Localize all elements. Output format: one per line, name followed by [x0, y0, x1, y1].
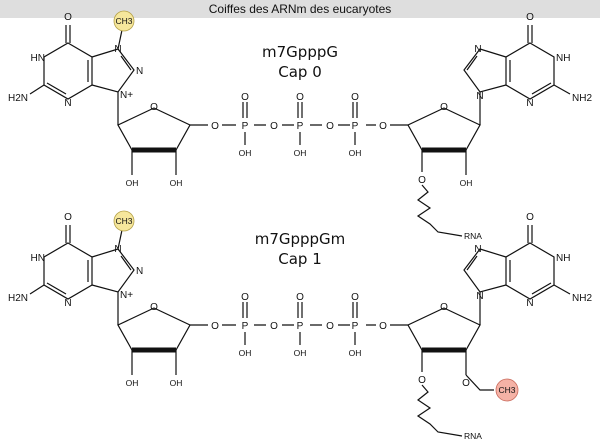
atom-hn: HN [31, 253, 45, 264]
page-title: Coiffes des ARNm des eucaryotes [208, 2, 392, 16]
cap1-m7-methyl-marker [113, 210, 135, 232]
phosphorus-beta: P [297, 321, 304, 332]
bridge-oxygen: O [211, 121, 219, 132]
bridge-oxygen: O [270, 121, 278, 132]
atom-o: O [64, 12, 72, 23]
phosphorus-alpha: P [242, 321, 249, 332]
cap0-label: Cap 0 [278, 63, 322, 81]
ring-oxygen: O [440, 102, 448, 113]
cap0-name: m7GpppG [262, 43, 338, 61]
phosphorus-gamma: P [352, 121, 359, 132]
cap1-structure [30, 210, 570, 437]
methyl-label: CH3 [115, 216, 132, 226]
bridge-oxygen: O [270, 321, 278, 332]
atom-o: O [526, 12, 534, 23]
hydroxyl-2: OH [460, 178, 473, 188]
phosphate-oxygen: O [241, 92, 249, 103]
bridge-oxygen: O [211, 321, 219, 332]
phosphate-hydroxyl: OH [294, 348, 307, 358]
ring-oxygen: O [150, 102, 158, 113]
atom-n9: N [476, 291, 483, 302]
2-oxygen: O [462, 378, 470, 389]
phosphorus-gamma: P [352, 321, 359, 332]
atom-n: N [526, 98, 533, 109]
hydroxyl-3: OH [126, 378, 139, 388]
atom-n7: N [114, 44, 121, 55]
atom-nh: NH [556, 253, 570, 264]
phosphate-hydroxyl: OH [239, 348, 252, 358]
atom-n-plus: N+ [120, 290, 133, 301]
phosphate-oxygen: O [241, 292, 249, 303]
bridge-oxygen: O [379, 321, 387, 332]
atom-nh2: NH2 [572, 293, 592, 304]
rna-label: RNA [464, 431, 482, 441]
atom-nh: NH [556, 53, 570, 64]
atom-n9: N [476, 91, 483, 102]
atom-n7: N [474, 244, 481, 255]
phosphorus-alpha: P [242, 121, 249, 132]
title-bar [0, 0, 600, 18]
phosphate-hydroxyl: OH [349, 148, 362, 158]
hydroxyl-3: OH [126, 178, 139, 188]
cap0-m7-methyl-marker [113, 10, 135, 32]
ring-oxygen: O [440, 302, 448, 313]
atom-o: O [526, 212, 534, 223]
3-oxygen: O [418, 375, 426, 386]
atom-nh2: NH2 [572, 93, 592, 104]
bridge-oxygen: O [379, 121, 387, 132]
phosphate-oxygen: O [351, 92, 359, 103]
hydroxyl-2: OH [170, 378, 183, 388]
phosphate-oxygen: O [296, 292, 304, 303]
atom-n7: N [474, 44, 481, 55]
atom-h2n: H2N [8, 93, 28, 104]
cap0-structure [30, 10, 570, 237]
cap1-atom-labels: O HN N H2N N N N+ CH3 O OH OH O P O OH O… [8, 212, 592, 441]
hydroxyl-2: OH [170, 178, 183, 188]
atom-n: N [64, 298, 71, 309]
2o-methyl-label: CH3 [498, 385, 515, 395]
phosphate-hydroxyl: OH [349, 348, 362, 358]
phosphate-hydroxyl: OH [294, 148, 307, 158]
atom-n-plus: N+ [120, 90, 133, 101]
bridge-oxygen: O [326, 121, 334, 132]
phosphate-oxygen: O [296, 92, 304, 103]
phosphate-hydroxyl: OH [239, 148, 252, 158]
methyl-label: CH3 [115, 16, 132, 26]
atom-hn: HN [31, 53, 45, 64]
atom-n: N [136, 66, 143, 77]
cap0-atom-labels: O HN N H2N N N N+ CH3 O OH OH O P O OH O… [8, 12, 592, 241]
phosphate-oxygen: O [351, 292, 359, 303]
ring-oxygen: O [150, 302, 158, 313]
atom-h2n: H2N [8, 293, 28, 304]
cap1-name: m7GpppGm [255, 230, 346, 248]
atom-o: O [64, 212, 72, 223]
cap1-2o-methyl-marker [495, 378, 519, 402]
atom-n: N [526, 298, 533, 309]
phosphorus-beta: P [297, 121, 304, 132]
atom-n: N [64, 98, 71, 109]
atom-n: N [136, 266, 143, 277]
rna-label: RNA [464, 231, 482, 241]
3-oxygen: O [418, 175, 426, 186]
atom-n7: N [114, 244, 121, 255]
bridge-oxygen: O [326, 321, 334, 332]
cap1-label: Cap 1 [278, 250, 322, 268]
